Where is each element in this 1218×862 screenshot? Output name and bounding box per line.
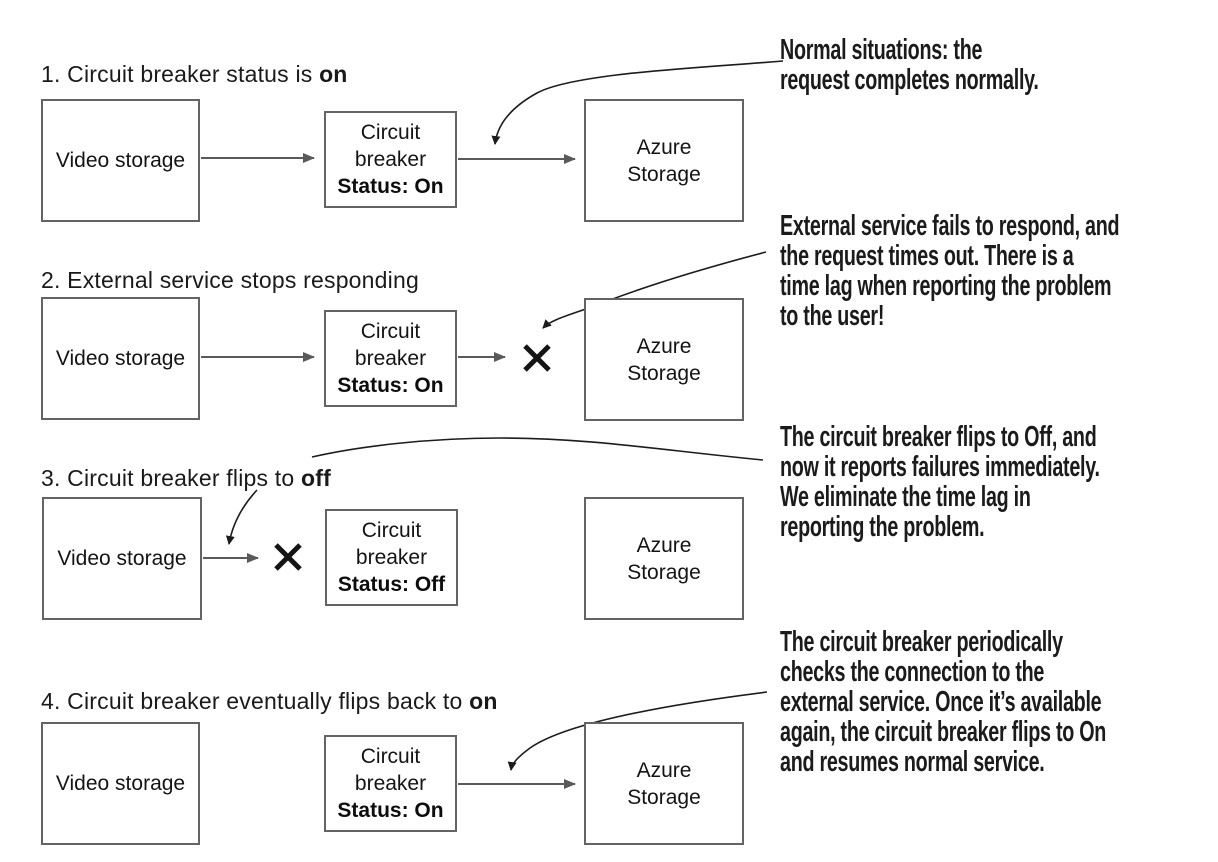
step-title-1-bold: on (319, 61, 348, 87)
step-title-4-bold: on (469, 688, 498, 714)
circuit-breaker-box: Circuit breaker Status: Off (325, 509, 458, 606)
callout-leader-line (225, 489, 258, 545)
video-storage-box: Video storage (41, 722, 200, 845)
circuit-breaker-label: Circuit breaker (354, 320, 427, 370)
step-title-3-bold: off (300, 465, 331, 491)
callout-leader-line (311, 437, 764, 461)
video-storage-label: Video storage (55, 772, 186, 795)
circuit-breaker-label: Circuit breaker (355, 519, 428, 569)
step-title-4-text: 4. Circuit breaker eventually flips back… (41, 688, 470, 714)
step-title-3: 3. Circuit breaker flips to off (41, 464, 331, 492)
circuit-breaker-status: Status: On (337, 175, 444, 198)
circuit-breaker-status: Status: Off (337, 573, 446, 596)
video-storage-label: Video storage (55, 347, 186, 370)
failure-x-icon (274, 543, 302, 571)
callout-text-1: Normal situations: the request completes… (780, 34, 1039, 96)
azure-storage-label: Azure Storage (627, 334, 701, 385)
azure-storage-box: Azure Storage (584, 298, 744, 421)
video-storage-label: Video storage (55, 149, 186, 172)
video-storage-box: Video storage (42, 497, 202, 620)
step-title-1-text: 1. Circuit breaker status is (41, 61, 320, 87)
callout-text-3: The circuit breaker flips to Off, and no… (780, 421, 1100, 543)
step-title-4: 4. Circuit breaker eventually flips back… (41, 687, 498, 715)
azure-storage-label: Azure Storage (627, 135, 701, 186)
step-title-2: 2. External service stops responding (41, 266, 419, 294)
video-storage-label: Video storage (57, 547, 187, 570)
circuit-breaker-box: Circuit breaker Status: On (324, 111, 457, 208)
step-title-2-text: 2. External service stops responding (41, 267, 419, 293)
azure-storage-box: Azure Storage (584, 722, 744, 845)
azure-storage-box: Azure Storage (584, 99, 744, 222)
azure-storage-label: Azure Storage (627, 533, 701, 584)
circuit-breaker-status: Status: On (337, 799, 444, 822)
circuit-breaker-label: Circuit breaker (354, 121, 427, 171)
step-title-3-text: 3. Circuit breaker flips to (41, 465, 301, 491)
circuit-breaker-label: Circuit breaker (354, 745, 427, 795)
step-title-1: 1. Circuit breaker status is on (41, 60, 348, 88)
circuit-breaker-status: Status: On (337, 374, 444, 397)
azure-storage-box: Azure Storage (584, 497, 744, 620)
callout-text-2: External service fails to respond, and t… (780, 210, 1120, 332)
callout-text-4: The circuit breaker periodically checks … (780, 626, 1107, 778)
video-storage-box: Video storage (41, 297, 200, 420)
circuit-breaker-box: Circuit breaker Status: On (324, 310, 457, 407)
video-storage-box: Video storage (41, 99, 200, 222)
circuit-breaker-box: Circuit breaker Status: On (324, 735, 457, 832)
failure-x-icon (523, 344, 551, 372)
azure-storage-label: Azure Storage (627, 758, 701, 809)
